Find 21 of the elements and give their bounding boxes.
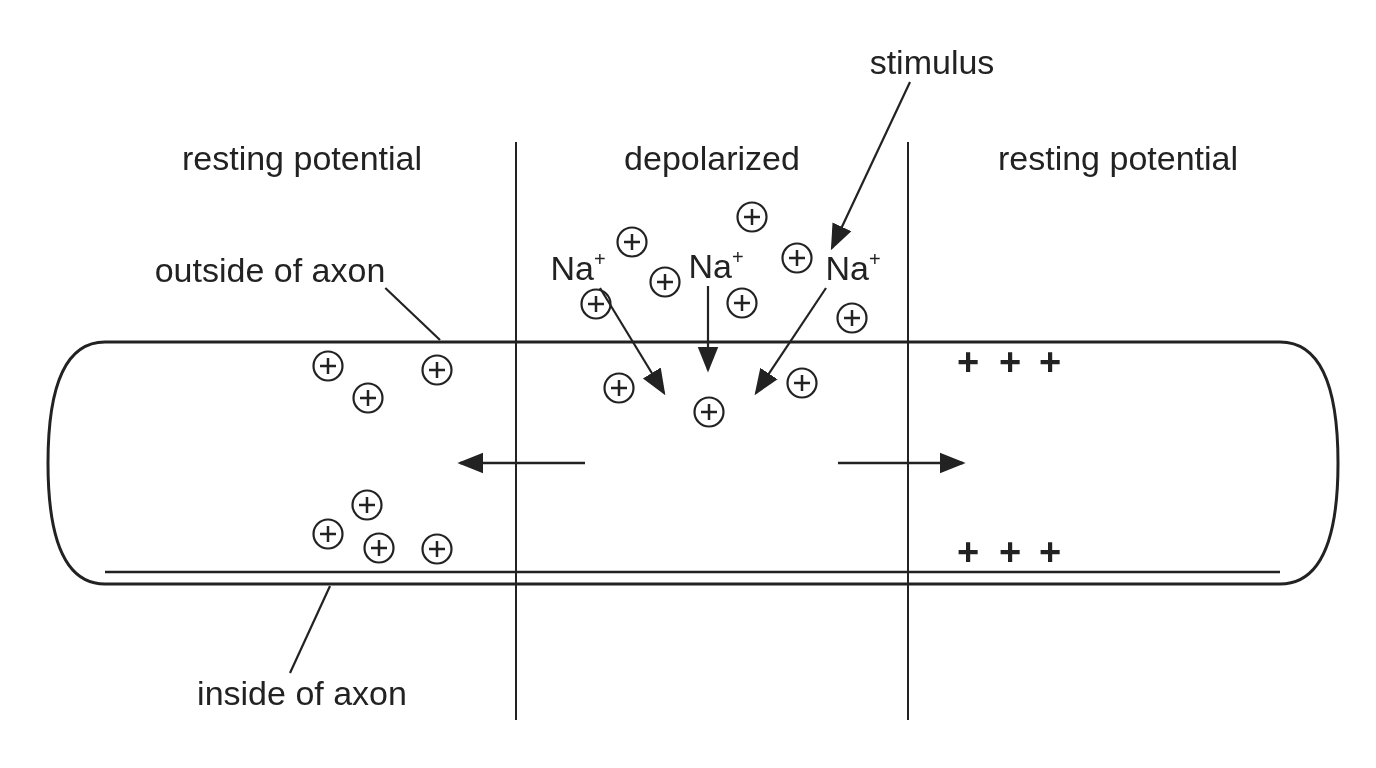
charge-sign: + bbox=[998, 532, 1022, 572]
arrow bbox=[599, 287, 666, 396]
charge-sign: + bbox=[1038, 532, 1062, 572]
arrow bbox=[697, 286, 719, 373]
region-label: resting potential bbox=[998, 138, 1238, 178]
charge-sign: + bbox=[998, 342, 1022, 382]
node-label: stimulus bbox=[869, 42, 995, 82]
arrow bbox=[754, 287, 827, 396]
node-label: Na$^{+}$ bbox=[825, 248, 881, 288]
leader-line bbox=[289, 585, 331, 674]
node-label: inside of axon bbox=[197, 673, 407, 713]
node-label: outside of axon bbox=[154, 250, 386, 290]
leader-line bbox=[384, 287, 441, 341]
region-label: resting potential bbox=[182, 138, 422, 178]
charge-sign: + bbox=[1038, 342, 1062, 382]
node-label: Na$^{+}$ bbox=[688, 246, 744, 286]
charge-sign: + bbox=[956, 342, 980, 382]
arrow bbox=[830, 81, 911, 251]
region-label: depolarized bbox=[624, 138, 800, 178]
charge-sign: + bbox=[956, 532, 980, 572]
node-label: Na$^{+}$ bbox=[550, 248, 606, 288]
